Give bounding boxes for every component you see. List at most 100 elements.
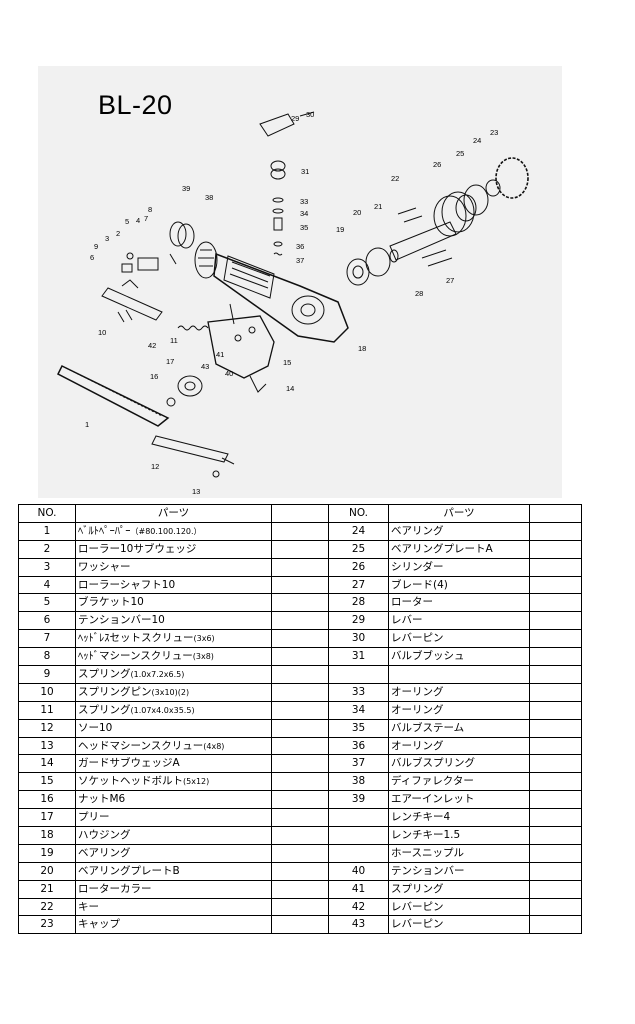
part-callout: 7 <box>144 214 149 223</box>
part-callout: 25 <box>456 149 465 158</box>
part-name: レバーピン <box>391 632 444 645</box>
blank-cell <box>271 843 329 863</box>
blank-cell <box>271 772 329 792</box>
part-number <box>328 665 389 684</box>
part-spec: (1.07x4.0x35.5) <box>130 705 195 715</box>
part-callout: 2 <box>116 229 121 238</box>
part-number: 27 <box>328 575 389 595</box>
part-name-cell: ハウジング <box>75 826 272 845</box>
part-callout: 31 <box>301 167 310 176</box>
part-number: 16 <box>18 790 76 810</box>
part-number: 33 <box>328 682 389 702</box>
part-spec: (5x12) <box>183 777 210 787</box>
part-number: 7 <box>18 629 76 649</box>
part-spec: (3x8) <box>192 652 214 662</box>
part-callout: 43 <box>201 362 210 371</box>
part-number: 39 <box>328 790 389 810</box>
part-name: バルブブッシュ <box>391 650 465 663</box>
part-callout: 39 <box>182 184 191 193</box>
part-callout: 19 <box>336 225 345 234</box>
part-name: レバー <box>391 614 423 627</box>
part-name: ソー10 <box>78 721 113 734</box>
blank-cell <box>271 915 329 935</box>
part-number: 17 <box>18 808 76 828</box>
part-name-cell: エアーインレット <box>388 790 530 810</box>
part-callout: 27 <box>446 276 455 285</box>
blank-cell <box>271 790 329 810</box>
part-name: ﾍﾞﾙﾄﾍﾟｰﾊﾟｰ <box>78 524 131 537</box>
part-spec: (4x8) <box>203 741 225 751</box>
part-name-cell: スプリング(1.07x4.0x35.5) <box>75 700 272 720</box>
part-callout: 18 <box>358 344 367 353</box>
part-name-cell: ブラケット10 <box>75 593 272 613</box>
blank-cell <box>271 521 329 541</box>
header-no-left: NO. <box>18 504 76 523</box>
part-name: ローターカラー <box>78 882 152 895</box>
part-name-cell: レバー <box>388 611 530 631</box>
part-number: 40 <box>328 861 389 881</box>
part-number: 9 <box>18 665 76 684</box>
part-callout: 24 <box>473 136 482 145</box>
part-number <box>328 808 389 828</box>
part-name-cell: ﾍｯﾄﾞマシーンスクリュー(3x8) <box>75 647 272 667</box>
part-name: オーリング <box>391 685 444 698</box>
part-spec: (1.0x7.2x6.5) <box>130 669 185 679</box>
blank-cell <box>529 861 582 881</box>
part-name-cell: テンションバー10 <box>75 611 272 631</box>
blank-cell <box>529 879 582 899</box>
blank-cell <box>529 611 582 631</box>
model-title: BL-20 <box>98 90 173 120</box>
blank-cell <box>529 754 582 774</box>
part-name: スプリングピン <box>78 685 152 698</box>
part-name: ローター <box>391 596 433 609</box>
blank-cell <box>529 826 582 845</box>
part-name-cell: キャップ <box>75 915 272 935</box>
blank-cell <box>529 575 582 595</box>
part-number: 12 <box>18 718 76 738</box>
part-name: スプリング <box>78 703 131 716</box>
part-name: ローラーシャフト10 <box>78 578 176 591</box>
part-name: ベアリング <box>391 524 444 537</box>
header-blank-left <box>271 504 329 523</box>
part-callout: 5 <box>125 217 130 226</box>
part-name-cell: ﾍｯﾄﾞﾚｽセットスクリュー(3x6) <box>75 629 272 649</box>
part-number: 38 <box>328 772 389 792</box>
part-callout: 34 <box>300 209 309 218</box>
part-number: 29 <box>328 611 389 631</box>
part-name-cell: レバーピン <box>388 629 530 649</box>
part-name: ヘッドマシーンスクリュー <box>78 739 204 752</box>
part-callout: 21 <box>374 202 383 211</box>
part-name-cell: スプリング(1.0x7.2x6.5) <box>75 665 272 684</box>
part-callout: 30 <box>306 110 315 119</box>
part-number: 36 <box>328 736 389 756</box>
part-name-cell: シリンダー <box>388 557 530 577</box>
part-number: 1 <box>18 521 76 541</box>
part-name: バルブスプリング <box>391 757 475 770</box>
part-name-cell: ﾍﾞﾙﾄﾍﾟｰﾊﾟｰ（#80.100.120.） <box>75 521 272 541</box>
part-name: レバーピン <box>391 918 444 931</box>
blank-cell <box>529 772 582 792</box>
blank-cell <box>271 611 329 631</box>
part-name: レンチキー4 <box>391 811 451 824</box>
part-name: シリンダー <box>391 560 444 573</box>
blank-cell <box>271 754 329 774</box>
blank-cell <box>529 897 582 917</box>
part-number: 13 <box>18 736 76 756</box>
part-name: ﾍｯﾄﾞﾚｽセットスクリュー <box>78 632 194 645</box>
part-callout: 8 <box>148 205 153 214</box>
part-callout: 13 <box>192 487 201 496</box>
part-name: レバーピン <box>391 900 444 913</box>
part-name-cell: レバーピン <box>388 915 530 935</box>
part-number: 11 <box>18 700 76 720</box>
